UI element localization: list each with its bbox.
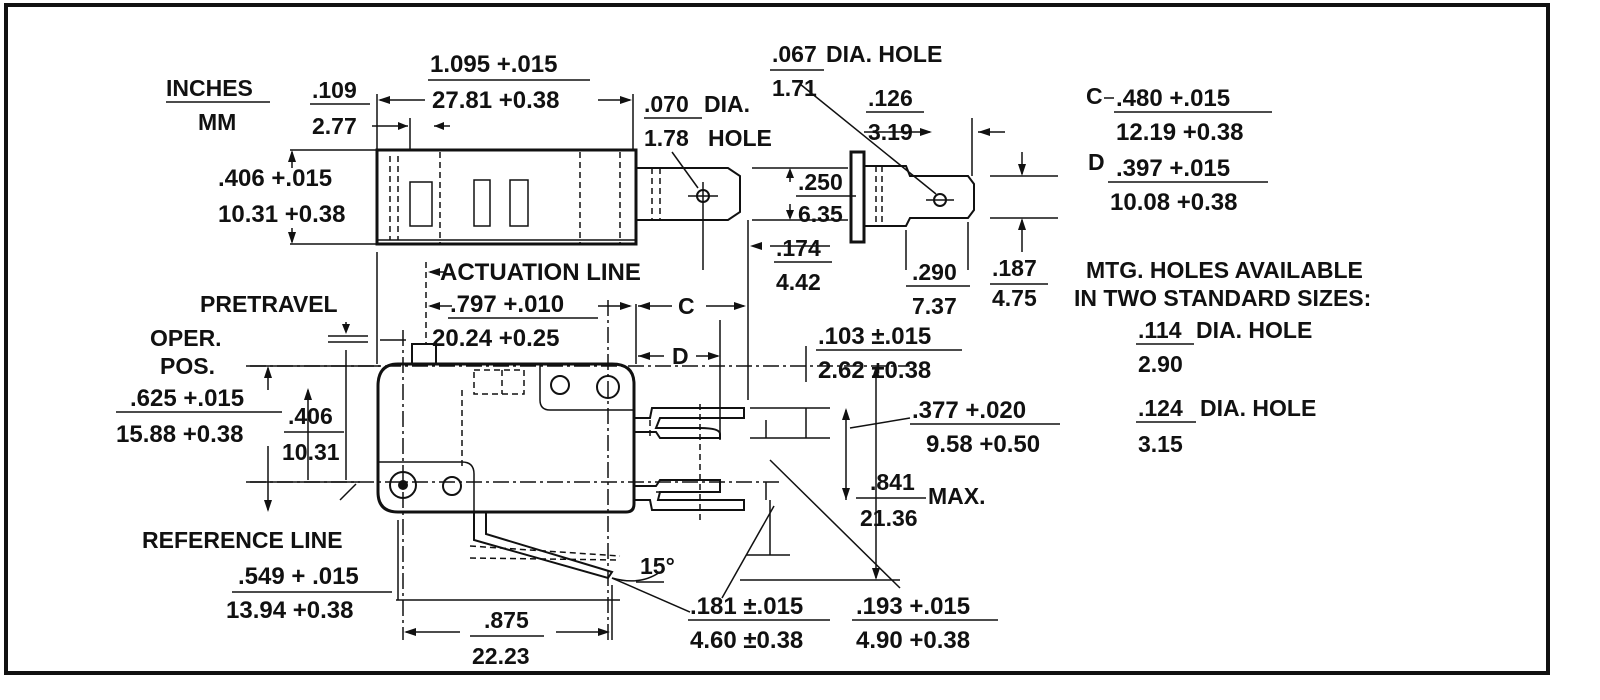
dim-103-in: .103 ±.015 [818, 323, 931, 350]
dim-841-in: .841 [870, 469, 915, 495]
side-view-body [376, 362, 636, 514]
side-view-labels: ACTUATION LINE PRETRAVEL OPER. POS. C D … [116, 259, 1060, 669]
letter-c: C [678, 293, 695, 319]
dim-070-label2: HOLE [708, 125, 772, 151]
dim-1095-in: 1.095 +.015 [430, 51, 557, 78]
dim-c-letter: C [1086, 83, 1103, 109]
dim-070-in: .070 [644, 91, 689, 117]
dim-290-mm: 7.37 [912, 293, 957, 319]
dim-797-mm: 20.24 +0.25 [432, 325, 559, 352]
mtg-heading-1: MTG. HOLES AVAILABLE [1086, 257, 1363, 283]
top-view-labels: INCHES MM .109 2.77 1.095 +.015 27.81 +0… [166, 41, 1048, 319]
dim-067-in: .067 [772, 41, 817, 67]
mtg-hole2-mm: 3.15 [1138, 431, 1183, 457]
dim-406b-in: .406 [288, 403, 333, 429]
dim-c-mm: 12.19 +0.38 [1116, 119, 1243, 146]
dim-875-in: .875 [484, 607, 529, 633]
dim-193-in: .193 +.015 [856, 593, 970, 620]
dim-406-mm: 10.31 +0.38 [218, 201, 345, 228]
units-mm: MM [198, 109, 236, 135]
dim-109-mm: 2.77 [312, 113, 357, 139]
dim-549-mm: 13.94 +0.38 [226, 597, 353, 624]
mtg-heading-2: IN TWO STANDARD SIZES: [1074, 285, 1371, 311]
dim-067-label: DIA. HOLE [826, 41, 942, 67]
dim-377-mm: 9.58 +0.50 [926, 431, 1040, 458]
mtg-hole1-label: DIA. HOLE [1196, 317, 1312, 343]
dim-d-letter: D [1088, 149, 1105, 175]
mtg-hole2-in: .124 [1138, 395, 1183, 421]
dim-d-in: .397 +.015 [1116, 155, 1230, 182]
dim-625-mm: 15.88 +0.38 [116, 421, 243, 448]
dim-187-mm: 4.75 [992, 285, 1037, 311]
dim-126-in: .126 [868, 85, 913, 111]
dim-377-in: .377 +.020 [912, 397, 1026, 424]
dim-070-mm: 1.78 [644, 125, 689, 151]
dim-406-in: .406 +.015 [218, 165, 332, 192]
dim-070-label1: DIA. [704, 91, 750, 117]
mtg-hole1-in: .114 [1138, 317, 1182, 343]
side-view-dimension-lines [246, 252, 911, 640]
dim-406b-mm: 10.31 [282, 439, 340, 465]
dims-c-d: C .480 +.015 12.19 +0.38 D .397 +.015 10… [1086, 83, 1272, 216]
mounting-holes-note: MTG. HOLES AVAILABLE IN TWO STANDARD SIZ… [1074, 257, 1371, 457]
dim-625-in: .625 +.015 [130, 385, 244, 412]
dim-c-in: .480 +.015 [1116, 85, 1230, 112]
dim-174-mm: 4.42 [776, 269, 821, 295]
dim-290-in: .290 [912, 259, 957, 285]
drawing-frame [4, 3, 1550, 675]
dim-841-suffix: MAX. [928, 483, 986, 509]
dim-109-in: .109 [312, 77, 357, 103]
dim-841-mm: 21.36 [860, 505, 918, 531]
top-view [375, 148, 975, 246]
side-view [376, 343, 745, 580]
dim-797-in: .797 +.010 [450, 291, 564, 318]
mtg-hole2-label: DIA. HOLE [1200, 395, 1316, 421]
dim-126-mm: 3.19 [868, 119, 913, 145]
angle-label: 15° [640, 553, 675, 579]
dim-067-mm: 1.71 [772, 75, 817, 101]
dim-174-in: .174 [776, 235, 821, 261]
top-view-body [375, 148, 638, 246]
dim-187-in: .187 [992, 255, 1037, 281]
dim-875-mm: 22.23 [472, 643, 530, 669]
letter-d: D [672, 343, 689, 369]
oper-pos-label-1: OPER. [150, 325, 222, 351]
top-view-dimension-lines [288, 83, 1058, 400]
dim-103-mm: 2.62 ±0.38 [818, 357, 931, 384]
dim-549-in: .549 + .015 [238, 563, 359, 590]
actuation-line-label: ACTUATION LINE [440, 259, 641, 286]
dim-250-mm: 6.35 [798, 201, 843, 227]
dim-181-in: .181 ±.015 [690, 593, 803, 620]
dim-181-mm: 4.60 ±0.38 [690, 627, 803, 654]
dim-193-mm: 4.90 +0.38 [856, 627, 970, 654]
mtg-hole1-mm: 2.90 [1138, 351, 1183, 377]
pretravel-label: PRETRAVEL [200, 291, 338, 317]
dim-1095-mm: 27.81 +0.38 [432, 87, 559, 114]
dim-250-in: .250 [798, 169, 843, 195]
units-inches: INCHES [166, 75, 253, 101]
reference-line-label: REFERENCE LINE [142, 527, 343, 553]
dim-d-mm: 10.08 +0.38 [1110, 189, 1237, 216]
oper-pos-label-2: POS. [160, 353, 215, 379]
